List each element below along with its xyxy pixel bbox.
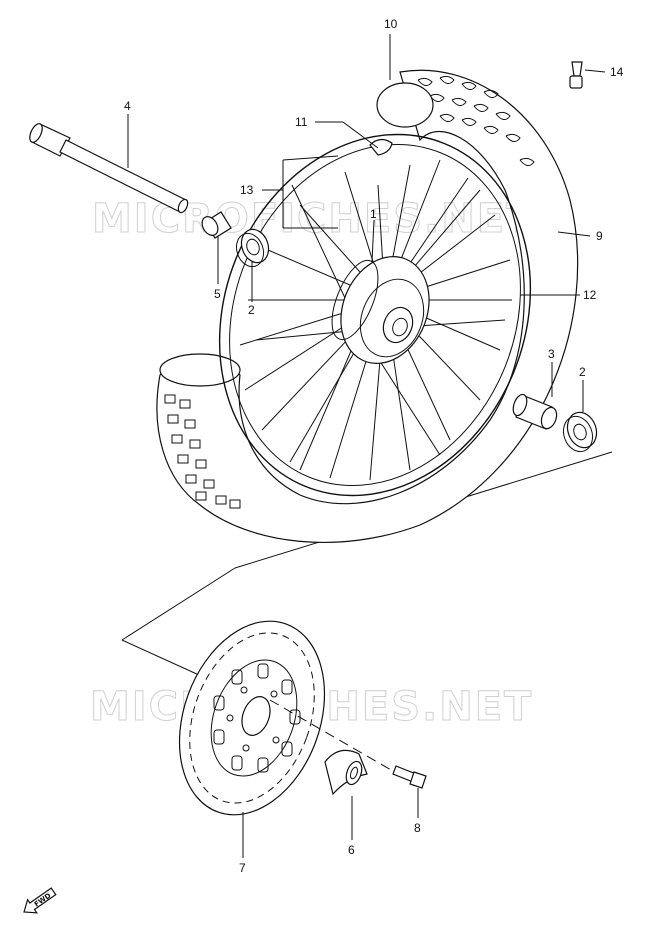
brake-disc[interactable] <box>154 601 350 835</box>
part-label-11: 11 <box>295 115 308 129</box>
part-label-13: 13 <box>240 183 254 197</box>
part-label-8: 8 <box>414 821 421 835</box>
part-label-3: 3 <box>548 347 555 361</box>
part-label-6: 6 <box>348 843 355 857</box>
rim[interactable] <box>167 87 584 542</box>
part-labels: 10 11 4 14 9 12 1 13 5 2 3 2 7 6 8 <box>124 17 624 875</box>
hub-spacer[interactable] <box>324 749 368 796</box>
part-label-14: 14 <box>610 65 624 79</box>
bearing-right[interactable] <box>559 408 602 455</box>
rim-band[interactable] <box>369 138 393 156</box>
part-label-10: 10 <box>384 17 398 31</box>
disc-bolt-axis <box>269 699 406 779</box>
fwd-arrow-icon: FWD <box>23 887 57 914</box>
part-label-2-right: 2 <box>579 365 586 379</box>
bearing-left[interactable] <box>232 226 273 271</box>
part-label-5: 5 <box>214 287 221 301</box>
part-label-1: 1 <box>370 207 377 221</box>
part-label-7: 7 <box>239 861 246 875</box>
part-label-9: 9 <box>596 229 603 243</box>
leader-lines <box>127 34 606 858</box>
spacer-right[interactable] <box>511 393 560 431</box>
axle[interactable] <box>27 122 189 214</box>
disc-bolt[interactable] <box>392 765 427 789</box>
valve[interactable] <box>569 61 583 89</box>
part-label-4: 4 <box>124 99 131 113</box>
part-label-2-left: 2 <box>248 303 255 317</box>
tire[interactable] <box>156 69 579 544</box>
part-label-12: 12 <box>583 288 597 302</box>
hub[interactable] <box>323 243 445 376</box>
spacer-left[interactable] <box>199 211 232 239</box>
